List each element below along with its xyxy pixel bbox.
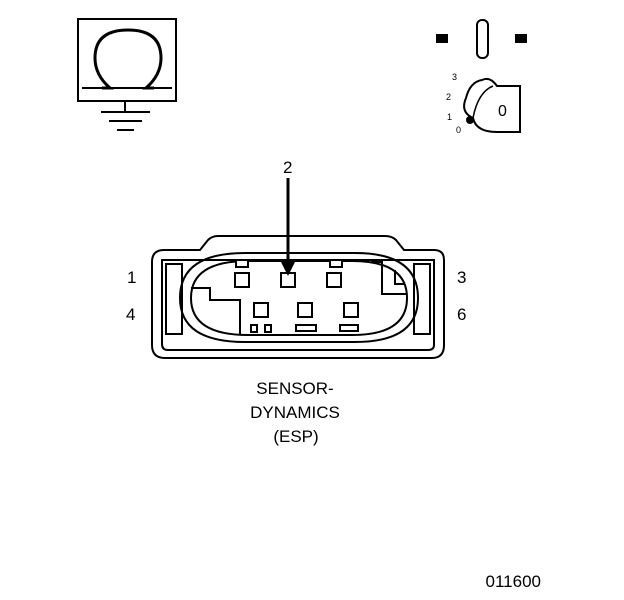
pin-label-1: 1 xyxy=(127,268,136,287)
caption-line-2: DYNAMICS xyxy=(250,403,340,422)
caption-line-1: SENSOR- xyxy=(256,379,333,398)
pin-label-6: 6 xyxy=(457,305,466,324)
ignition-position-0: 0 xyxy=(456,125,461,135)
keying-slot xyxy=(264,324,272,333)
keying-slot xyxy=(339,324,359,332)
pointer-arrow xyxy=(281,178,295,276)
keying-slot xyxy=(295,324,317,332)
pin-terminal xyxy=(343,302,359,318)
ignition-position-1: 1 xyxy=(447,112,452,122)
pin-label-3: 3 xyxy=(457,268,466,287)
pin-terminal xyxy=(253,302,269,318)
figure-number: 011600 xyxy=(486,572,541,591)
pin-label-4: 4 xyxy=(126,305,135,324)
ignition-key-digit: 0 xyxy=(498,103,507,120)
caption-line-3: (ESP) xyxy=(273,427,318,446)
ohmmeter-icon xyxy=(77,18,177,131)
keying-slot xyxy=(250,324,258,333)
keying-slot xyxy=(235,259,249,268)
ignition-position-3: 3 xyxy=(452,72,457,82)
connector-housing xyxy=(151,235,445,359)
keying-slot xyxy=(329,259,343,268)
pointer-pin-number: 2 xyxy=(283,158,292,177)
pin-terminal xyxy=(297,302,313,318)
pin-terminal xyxy=(234,272,250,288)
pin-terminal xyxy=(326,272,342,288)
ignition-switch-icon xyxy=(436,19,527,133)
ignition-position-2: 2 xyxy=(446,92,451,102)
connector-pins xyxy=(234,259,359,333)
